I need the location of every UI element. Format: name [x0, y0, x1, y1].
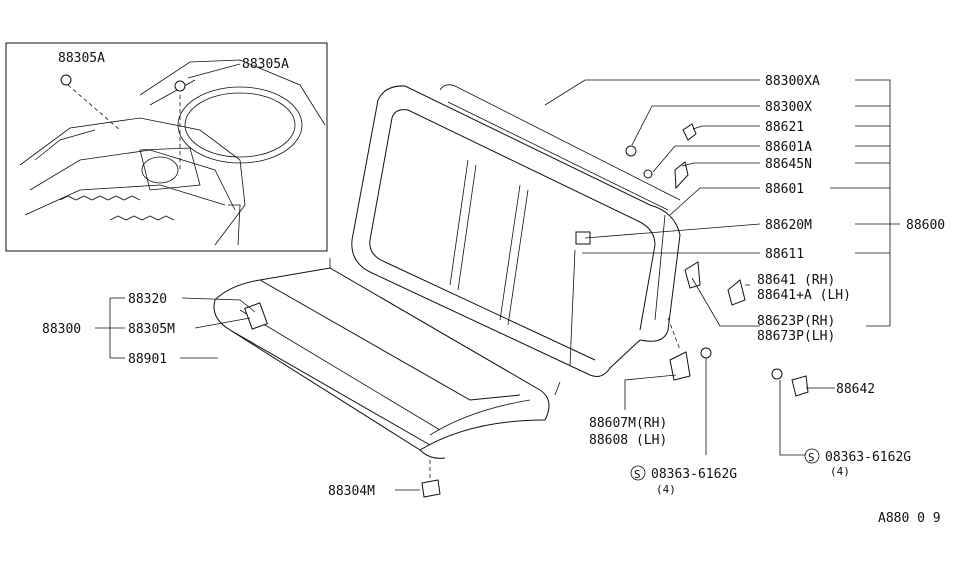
label-88304m: 88304M — [328, 484, 375, 499]
label-08363-left: 08363-6162G — [651, 467, 737, 482]
label-88320: 88320 — [128, 292, 167, 307]
s-circle-right — [804, 448, 820, 464]
label-88601: 88601 — [765, 182, 804, 197]
label-88608: 88608 (LH) — [589, 433, 667, 448]
leader-lines — [95, 79, 900, 491]
label-88673p: 88673P(LH) — [757, 329, 835, 344]
diagram-code: A880 0 9 — [878, 511, 941, 526]
label-88611: 88611 — [765, 247, 804, 262]
seat-back-drawing — [351, 84, 681, 377]
small-parts — [421, 123, 809, 498]
seat-cushion-drawing — [213, 258, 561, 459]
inset-label-88305a-right: 88305A — [242, 57, 289, 72]
label-88901: 88901 — [128, 352, 167, 367]
label-88645n: 88645N — [765, 157, 812, 172]
s-circle-left — [630, 465, 646, 481]
label-88300: 88300 — [42, 322, 81, 337]
label-88641-rh: 88641 (RH) — [757, 273, 835, 288]
label-88305m: 88305M — [128, 322, 175, 337]
label-88300xa: 88300XA — [765, 74, 820, 89]
label-08363-left-qty: (4) — [656, 483, 676, 496]
callout-labels: 88300XA 88300X 88621 88601A 88645N 88601… — [42, 74, 945, 526]
inset-label-88305a-left: 88305A — [58, 51, 105, 66]
label-08363-right-qty: (4) — [830, 465, 850, 478]
label-88300x: 88300X — [765, 100, 812, 115]
inset-detail: 88305A 88305A — [5, 42, 328, 252]
s-mark-left: S — [634, 468, 641, 481]
label-88601a: 88601A — [765, 140, 812, 155]
label-88620m: 88620M — [765, 218, 812, 233]
label-88621: 88621 — [765, 120, 804, 135]
label-88641-lh: 88641+A (LH) — [757, 288, 851, 303]
s-mark-right: S — [808, 451, 815, 464]
label-88623p: 88623P(RH) — [757, 314, 835, 329]
label-88642: 88642 — [836, 382, 875, 397]
label-88607m: 88607M(RH) — [589, 416, 667, 431]
label-08363-right: 08363-6162G — [825, 450, 911, 465]
label-88600: 88600 — [906, 218, 945, 233]
